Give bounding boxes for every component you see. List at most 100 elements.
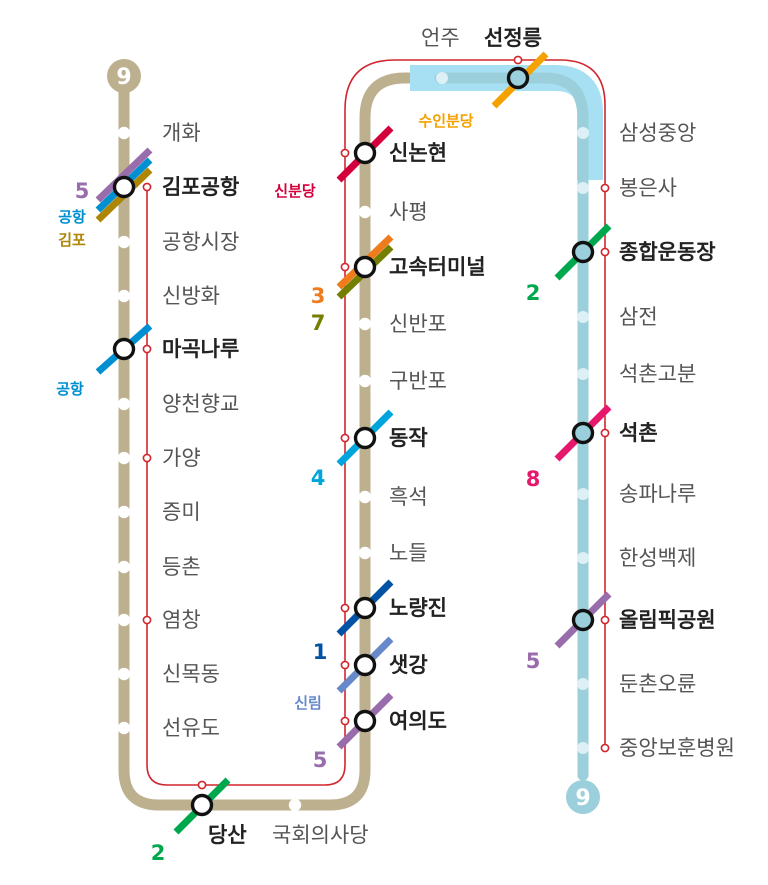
station-marker[interactable]: [117, 613, 131, 627]
station-label: 언주: [421, 26, 460, 50]
local-stop-dot: [340, 660, 350, 670]
local-stop-dot: [340, 148, 350, 158]
station-label: 마곡나루: [162, 337, 239, 361]
station-label: 고속터미널: [389, 255, 486, 279]
station-marker[interactable]: [358, 546, 372, 560]
station-label: 종합운동장: [619, 240, 716, 264]
station-marker[interactable]: [358, 490, 372, 504]
local-stop-dot: [340, 433, 350, 443]
station-marker[interactable]: [117, 126, 131, 140]
station-marker[interactable]: [577, 127, 589, 139]
station-marker[interactable]: [577, 182, 589, 194]
transfer-line-label: 5: [75, 179, 90, 203]
station-marker[interactable]: [577, 552, 589, 564]
transfer-line-label: 수인분당: [418, 112, 473, 130]
station-label: 신논현: [389, 141, 447, 165]
station-label: 삼전: [619, 305, 658, 329]
station-label: 석촌고분: [619, 362, 696, 386]
station-label: 선정릉: [484, 26, 542, 50]
station-label: 삼성중앙: [619, 121, 696, 145]
local-stop-dot: [513, 55, 523, 65]
transfer-line-label: 신림: [294, 694, 322, 712]
station-marker[interactable]: [577, 742, 589, 754]
station-label: 국회의사당: [272, 823, 369, 847]
station-label: 흑석: [389, 485, 428, 509]
station-label: 증미: [162, 500, 201, 524]
transfer-line-label: 8: [526, 467, 541, 491]
station-marker[interactable]: [358, 205, 372, 219]
line-9-number-bottom: 9: [575, 786, 590, 811]
station-marker[interactable]: [117, 235, 131, 249]
station-marker[interactable]: [117, 667, 131, 681]
station-marker[interactable]: [117, 560, 131, 574]
station-label: 가양: [162, 446, 201, 470]
transfer-station-marker[interactable]: [353, 709, 377, 733]
transfer-line-label: 3: [311, 284, 326, 308]
station-label: 석촌: [619, 421, 658, 445]
station-label: 김포공항: [162, 175, 239, 199]
station-label: 구반포: [389, 369, 447, 393]
station-marker[interactable]: [117, 397, 131, 411]
station-marker[interactable]: [358, 374, 372, 388]
local-stop-dot: [142, 453, 152, 463]
transfer-station-marker[interactable]: [353, 426, 377, 450]
line-9-badge-bottom: 9: [566, 780, 600, 814]
local-stop-dot: [142, 615, 152, 625]
station-label: 개화: [162, 121, 201, 145]
transfer-station-marker[interactable]: [112, 175, 136, 199]
station-marker[interactable]: [577, 678, 589, 690]
transfer-station-marker[interactable]: [571, 240, 595, 264]
station-marker[interactable]: [117, 289, 131, 303]
station-marker[interactable]: [117, 451, 131, 465]
station-marker[interactable]: [288, 798, 302, 812]
station-marker[interactable]: [117, 505, 131, 519]
local-stop-dot: [142, 182, 152, 192]
station-label: 봉은사: [619, 176, 677, 200]
transfer-line-label: 5: [313, 748, 328, 772]
transfer-station-marker[interactable]: [353, 255, 377, 279]
station-label: 동작: [389, 426, 428, 450]
transfer-station-marker[interactable]: [506, 66, 530, 90]
transfer-station-marker[interactable]: [112, 337, 136, 361]
station-label: 올림픽공원: [619, 608, 716, 632]
local-stop-dot: [600, 615, 610, 625]
station-marker[interactable]: [117, 721, 131, 735]
local-stop-dots: [142, 55, 610, 790]
station-label: 노들: [389, 541, 428, 565]
transfer-line-label: 5: [526, 649, 541, 673]
express-track: [434, 72, 589, 781]
station-label: 양천향교: [162, 392, 239, 416]
station-label: 여의도: [389, 709, 447, 733]
station-label: 샛강: [389, 653, 428, 677]
transfer-line-label: 공항: [58, 208, 86, 226]
transfer-station-marker[interactable]: [353, 141, 377, 165]
transfer-line-label: 1: [313, 640, 328, 664]
transfer-station-marker[interactable]: [571, 421, 595, 445]
transfer-bar: [95, 147, 153, 203]
station-markers: [112, 66, 595, 817]
transfer-station-marker[interactable]: [353, 653, 377, 677]
station-marker[interactable]: [436, 72, 448, 84]
transfer-line-label: 2: [151, 841, 166, 865]
transfer-line-label: 공항: [56, 380, 84, 398]
station-marker[interactable]: [577, 368, 589, 380]
station-label: 노량진: [389, 596, 447, 620]
station-marker[interactable]: [358, 317, 372, 331]
local-service-track: [146, 59, 606, 786]
transfer-station-marker[interactable]: [353, 596, 377, 620]
local-stop-dot: [340, 262, 350, 272]
station-label: 당산: [208, 823, 247, 847]
transfer-line-label: 신분당: [274, 182, 316, 200]
station-marker[interactable]: [577, 488, 589, 500]
transfer-line-label: 7: [311, 311, 326, 335]
transfer-station-marker[interactable]: [571, 608, 595, 632]
station-label: 송파나루: [619, 482, 696, 506]
transfer-line-label: 4: [311, 466, 326, 490]
transfer-station-marker[interactable]: [190, 793, 214, 817]
station-marker[interactable]: [577, 311, 589, 323]
line-9-badge-top: 9: [107, 59, 141, 93]
station-label: 중앙보훈병원: [619, 736, 735, 760]
